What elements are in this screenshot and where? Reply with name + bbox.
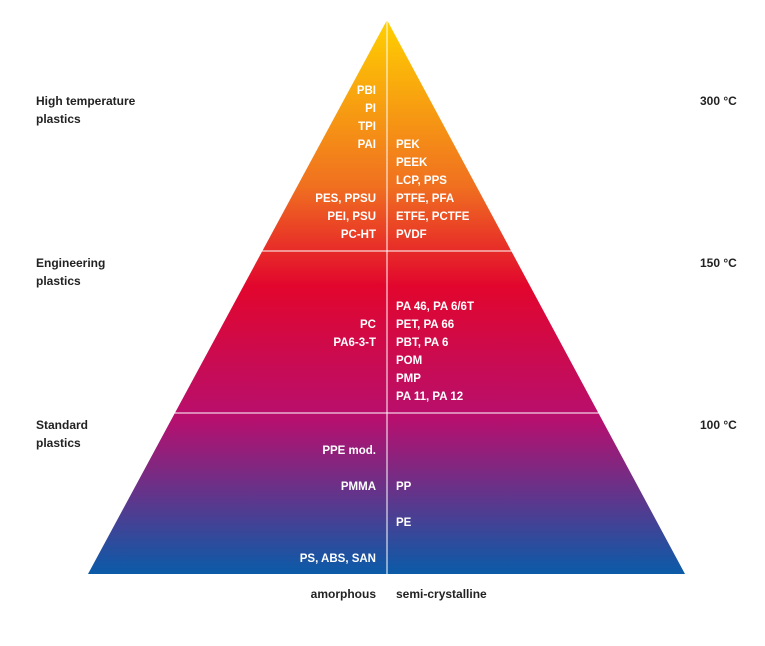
material-label: PS, ABS, SAN [299,553,376,565]
material-label: PEEK [396,157,428,169]
material-label: PEI, PSU [327,211,376,223]
material-label: PET, PA 66 [396,319,455,331]
temperature-100: 100 °C [700,418,737,432]
material-label: PPE mod. [322,445,376,457]
material-label: POM [396,355,423,367]
material-label: TPI [358,121,376,133]
material-label: PTFE, PFA [396,193,455,205]
semi-crystalline-engineering-list: PA 46, PA 6/6T PET, PA 66 PBT, PA 6 POM … [396,298,474,406]
material-label: PI [365,103,376,115]
semi-crystalline-high-list: PEK PEEK LCP, PPS PTFE, PFA ETFE, PCTFE … [396,136,469,244]
material-label: PBI [356,85,376,97]
material-label: ETFE, PCTFE [396,211,470,223]
material-label: PEK [396,139,420,151]
material-label: PC-HT [340,229,376,241]
amorphous-high-list: PBI PI TPI PAI PES, PPSU PEI, PSU PC-HT [315,82,376,244]
material-label: PBT, PA 6 [396,337,449,349]
material-label: PC [360,319,376,331]
amorphous-engineering-list: PC PA6-3-T [333,316,376,352]
axis-label-amorphous: amorphous [310,587,376,601]
material-label: PAI [357,139,376,151]
material-label: PVDF [396,229,427,241]
material-label: PMP [396,373,421,385]
material-label: PA 11, PA 12 [396,391,464,403]
temperature-300: 300 °C [700,94,737,108]
material-label: PP [396,481,412,493]
material-label: PA6-3-T [333,337,376,349]
material-label: LCP, PPS [396,175,447,187]
material-label: PES, PPSU [315,193,376,205]
material-label: PA 46, PA 6/6T [396,301,474,313]
material-label: PMMA [340,481,376,493]
material-label: PE [396,517,412,529]
axis-label-semi-crystalline: semi-crystalline [396,587,487,601]
temperature-150: 150 °C [700,256,737,270]
